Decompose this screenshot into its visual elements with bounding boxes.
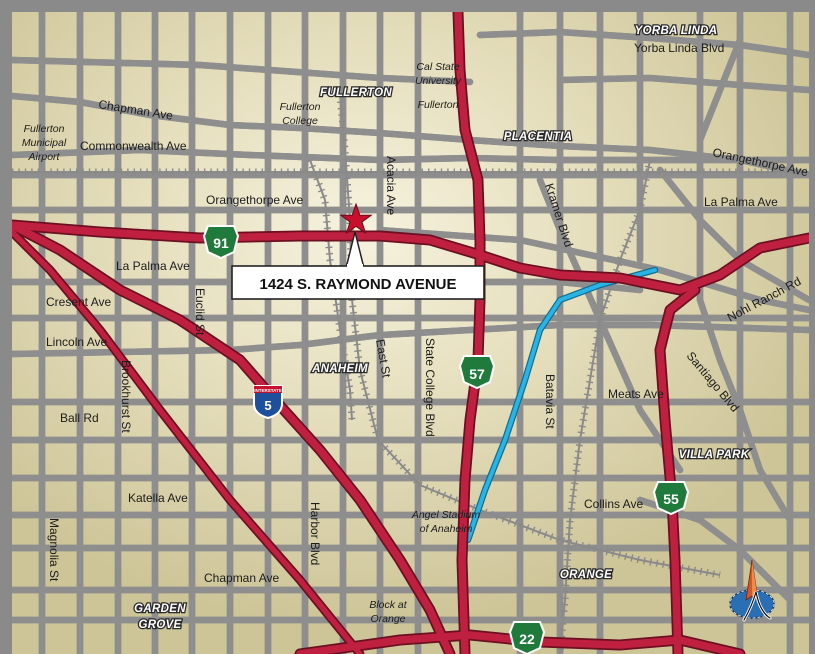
poi-fullerton-college-line1: Fullerton: [280, 101, 321, 113]
site-marker: 1424 S. RAYMOND AVENUE: [231, 202, 485, 300]
poi-airport-line1: Fullerton: [24, 123, 65, 135]
poi-cal-state-line2: University: [415, 75, 462, 87]
label-magnolia-st: Magnolia St: [47, 518, 61, 582]
city-villa-park: VILLA PARK: [679, 449, 750, 461]
city-garden-grove-line2: GROVE: [138, 619, 181, 631]
label-collins-ave: Collins Ave: [584, 497, 643, 511]
shield-sr57-number: 57: [469, 366, 485, 382]
shield-i5-number: 5: [264, 398, 271, 413]
site-star: [339, 202, 373, 235]
city-labels: YORBA LINDA FULLERTON PLACENTIA ANAHEIM …: [133, 24, 751, 633]
label-brookhurst-st: Brookhurst St: [119, 360, 133, 433]
shield-i5-banner: INTERSTATE: [254, 388, 282, 393]
poi-cal-state-line3: Fullerton: [418, 99, 459, 111]
label-la-palma-ave-east: La Palma Ave: [704, 195, 778, 209]
label-ball-rd: Ball Rd: [60, 411, 99, 425]
poi-cal-state-line1: Cal State: [416, 61, 459, 73]
poi-angel-stadium-line1: Angel Stadium: [411, 509, 481, 521]
city-garden-grove-line1: GARDEN: [134, 603, 186, 615]
poi-block-line2: Orange: [370, 613, 405, 625]
label-state-college-blvd: State College Blvd: [423, 338, 437, 437]
street-network: [12, 12, 809, 654]
label-meats-ave: Meats Ave: [608, 387, 664, 401]
shield-sr91-number: 91: [213, 235, 229, 251]
santa-ana-river: [464, 266, 659, 544]
shield-sr55: 55: [652, 481, 690, 516]
poi-fullerton-college-line2: College: [282, 115, 318, 127]
label-harbor-blvd: Harbor Blvd: [308, 502, 322, 565]
poi-angel-stadium-line2: of Anaheim: [420, 523, 473, 535]
street-labels: Yorba Linda Blvd Chapman Ave Commonwealt…: [46, 41, 810, 585]
city-anaheim: ANAHEIM: [311, 363, 368, 375]
poi-labels: Cal State University Fullerton Fullerton…: [22, 61, 481, 625]
label-chapman-ave-south: Chapman Ave: [204, 571, 279, 585]
label-orangethorpe-ave-west: Orangethorpe Ave: [206, 193, 304, 207]
label-cresent-ave: Cresent Ave: [46, 295, 111, 309]
poi-airport-line2: Municipal: [22, 137, 67, 149]
poi-airport-line3: Airport: [28, 151, 61, 163]
city-yorba-linda: YORBA LINDA: [635, 25, 718, 37]
city-orange: ORANGE: [560, 569, 612, 581]
shield-sr91: 91: [202, 225, 240, 260]
label-lincoln-ave: Lincoln Ave: [46, 335, 107, 349]
shield-sr22-number: 22: [519, 631, 535, 647]
label-katella-ave: Katella Ave: [128, 491, 188, 505]
label-commonwealth-ave: Commonwealth Ave: [80, 139, 187, 153]
city-fullerton: FULLERTON: [320, 87, 392, 99]
label-euclid-st: Euclid St: [193, 288, 207, 336]
label-east-st: East St: [373, 338, 394, 379]
label-batavia-st: Batavia St: [543, 374, 557, 429]
shield-sr22: 22: [508, 621, 546, 654]
shield-i5: INTERSTATE 5: [253, 385, 283, 420]
shield-sr57: 57: [458, 355, 496, 390]
label-yorba-linda-blvd: Yorba Linda Blvd: [634, 41, 724, 55]
compass-icon: [729, 559, 775, 622]
poi-block-line1: Block at: [369, 599, 407, 611]
site-address: 1424 S. RAYMOND AVENUE: [259, 276, 456, 293]
city-placentia: PLACENTIA: [504, 131, 573, 143]
label-acacia-ave: Acacia Ave: [384, 156, 398, 215]
shield-sr55-number: 55: [663, 491, 679, 507]
label-la-palma-ave-west: La Palma Ave: [116, 259, 190, 273]
